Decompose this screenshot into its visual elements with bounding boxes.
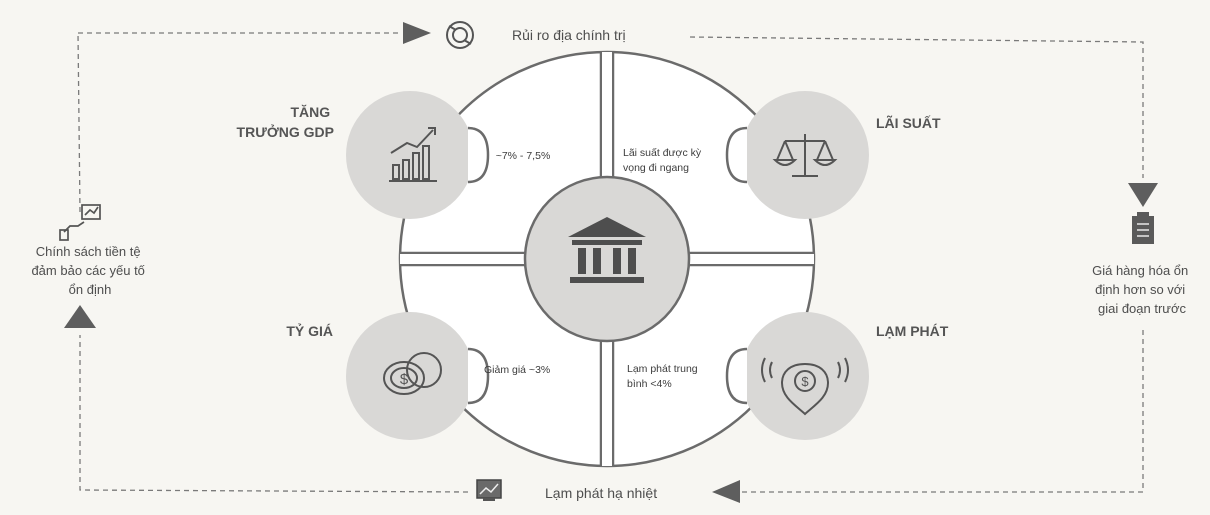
left-note-line-1: Chính sách tiền tệ [36, 244, 141, 259]
gdp-value-line-1: ~7% - 7,5% [496, 150, 551, 162]
globe-cycle-icon [446, 21, 474, 49]
left-note-line-3: ổn định [69, 282, 112, 297]
svg-text:$: $ [801, 374, 809, 389]
inflation-title-line-1: LẠM PHÁT [876, 323, 949, 339]
inflation-value-text: Lạm phát trung bình <4% [627, 363, 701, 390]
gdp-notch [467, 126, 490, 184]
arrow-up-left [64, 305, 96, 328]
inflation-value-line-1: Lạm phát trung [627, 363, 698, 375]
frame-top-right [689, 36, 1144, 178]
top-flow-label: Rủi ro địa chính trị [512, 27, 626, 43]
fx-value-text: Giảm giá ~3% [484, 364, 550, 376]
interest-value-line-2: vọng đi ngang [623, 162, 689, 174]
divider-vertical-top [599, 53, 615, 194]
scales-icon [772, 134, 838, 177]
interest-title-line-1: LÃI SUẤT [876, 114, 941, 131]
right-note: Giá hàng hóa ổn định hơn so với giai đoạ… [1092, 212, 1192, 316]
inflation-value-line-2: bình <4% [627, 378, 672, 390]
interest-value-text: Lãi suất được kỳ vọng đi ngang [623, 147, 704, 174]
bottom-flow-label: Lạm phát hạ nhiệt [545, 485, 657, 501]
clipboard-icon [1132, 212, 1154, 244]
frame-bottom-left [79, 335, 469, 493]
gdp-value-text: ~7% - 7,5% [496, 150, 551, 162]
interest-value-line-1: Lãi suất được kỳ [623, 147, 702, 159]
divider-horizontal-right [673, 251, 813, 267]
arrow-left-bottom [712, 480, 740, 503]
hand-chart-icon [59, 204, 101, 241]
fx-value-line-1: Giảm giá ~3% [484, 364, 550, 376]
right-note-text: Giá hàng hóa ổn định hơn so với giai đoạ… [1092, 263, 1192, 316]
svg-text:$: $ [400, 371, 409, 388]
central-wheel: $ $ ~7% - 7,5% Lãi suất được kỳ vọng đi … [346, 50, 869, 468]
arrow-right-top [403, 22, 431, 44]
interest-title: LÃI SUẤT [876, 114, 941, 131]
arrow-down-right [1128, 183, 1158, 207]
coins-icon: $ [383, 352, 442, 395]
inflation-icon-circle [741, 312, 869, 440]
right-note-line-3: giai đoạn trước [1098, 301, 1187, 316]
gdp-icon-circle [346, 91, 474, 219]
fx-title-line-1: TỶ GIÁ [286, 323, 333, 339]
left-note-line-2: đảm bảo các yếu tố [31, 263, 144, 278]
left-note-text: Chính sách tiền tệ đảm bảo các yếu tố ổn… [31, 244, 148, 297]
dashed-cycle-frame [77, 32, 1144, 493]
bank-icon [568, 217, 646, 283]
fx-icon-circle [346, 312, 474, 440]
left-note: Chính sách tiền tệ đảm bảo các yếu tố ổn… [31, 204, 148, 297]
right-note-line-2: định hơn so với [1095, 282, 1185, 297]
divider-horizontal-left [401, 251, 541, 267]
bottom-flow-node: Lạm phát hạ nhiệt [476, 479, 657, 501]
chart-screen-icon [476, 479, 502, 501]
top-flow-node: Rủi ro địa chính trị [446, 21, 626, 49]
gdp-title-line-1: TĂNG [290, 104, 330, 120]
frame-right-lower [740, 330, 1144, 493]
growth-chart-icon [389, 127, 437, 182]
gdp-title-line-2: TRƯỞNG GDP [237, 123, 334, 140]
gdp-title: TĂNG TRƯỞNG GDP [237, 104, 334, 140]
right-note-line-1: Giá hàng hóa ổn [1092, 263, 1188, 278]
interest-notch [725, 126, 748, 184]
dollar-shield-icon: $ [761, 357, 849, 416]
inflation-notch [725, 347, 748, 405]
center-disc [523, 175, 691, 343]
fx-title: TỶ GIÁ [286, 323, 333, 339]
inflation-title: LẠM PHÁT [876, 323, 949, 339]
frame-left-upper [77, 32, 81, 213]
fx-notch [467, 347, 490, 405]
divider-vertical-bottom [599, 324, 615, 465]
